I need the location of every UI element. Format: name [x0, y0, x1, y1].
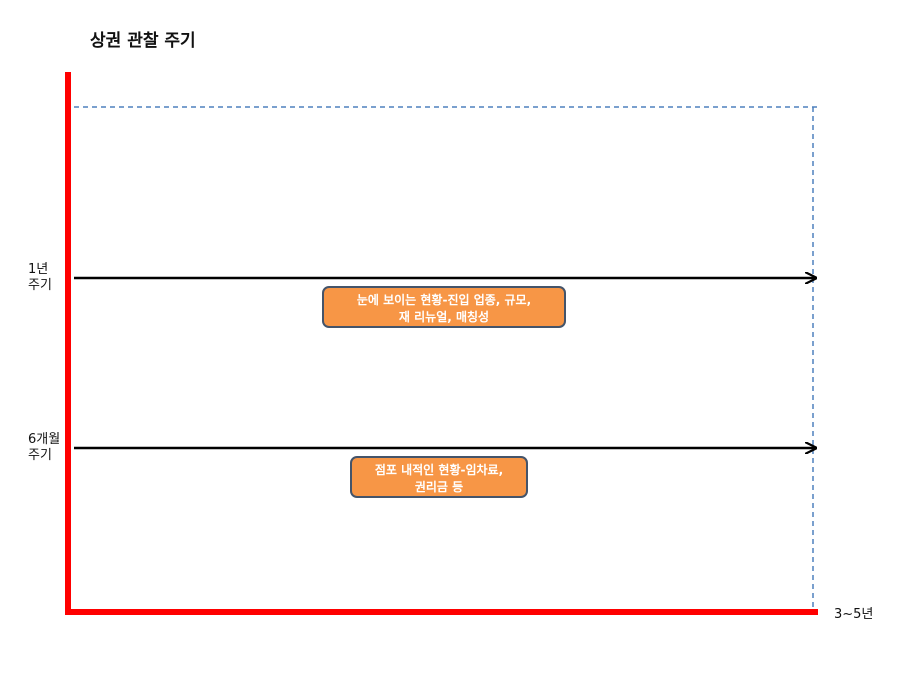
axis-end-label: 3~5년	[834, 607, 874, 622]
diagram-title: 상권 관찰 주기	[90, 31, 196, 51]
one-year-cycle-label: 1년 주기	[28, 262, 52, 294]
internal-status-line2: 권리금 등	[414, 480, 464, 494]
six-month-label-line1: 6개월	[28, 432, 61, 447]
six-month-cycle-label: 6개월 주기	[28, 432, 60, 464]
one-year-label-line1: 1년	[28, 262, 49, 277]
visible-status-line2: 재 리뉴얼, 매칭성	[398, 310, 490, 324]
visible-status-line1: 눈에 보이는 현황-진입 업종, 규모,	[356, 293, 532, 307]
one-year-label-line2: 주기	[28, 278, 52, 293]
six-month-label-line2: 주기	[28, 448, 52, 463]
internal-status-box: 점포 내적인 현황-임차료, 권리금 등	[350, 456, 528, 498]
visible-status-box: 눈에 보이는 현황-진입 업종, 규모, 재 리뉴얼, 매칭성	[322, 286, 566, 328]
internal-status-line1: 점포 내적인 현황-임차료,	[374, 463, 504, 477]
